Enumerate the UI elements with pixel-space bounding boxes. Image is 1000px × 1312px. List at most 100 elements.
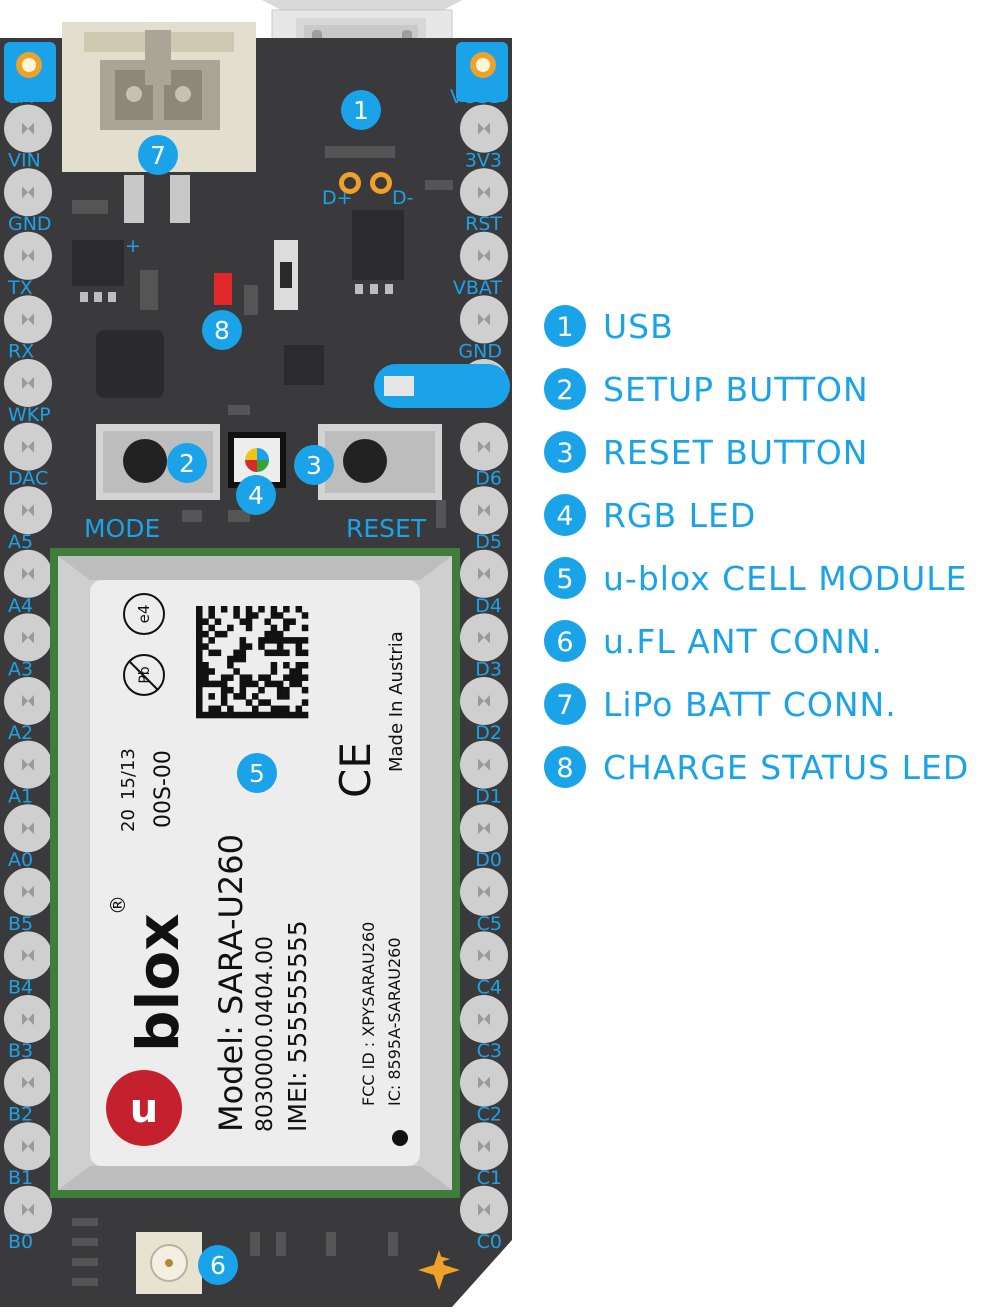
right-pin-label: D1 xyxy=(475,786,502,808)
right-pin xyxy=(460,549,508,598)
left-pin-label: GND xyxy=(8,213,52,235)
datamatrix-cell xyxy=(258,711,265,719)
datamatrix-cell xyxy=(196,612,203,619)
datamatrix-cell xyxy=(270,705,278,713)
left-pin-label: RX xyxy=(8,340,34,362)
datamatrix-cell xyxy=(295,705,303,713)
right-pin-label: C3 xyxy=(477,1040,502,1062)
left-pin xyxy=(4,613,52,662)
datamatrix-cell xyxy=(239,680,247,688)
datamatrix-cell xyxy=(239,693,247,700)
datamatrix-cell xyxy=(289,637,296,644)
module-registered: ® xyxy=(106,895,130,915)
module-made-in: Made In Austria xyxy=(386,631,407,772)
datamatrix-cell xyxy=(227,674,234,681)
datamatrix-cell xyxy=(295,662,303,669)
datamatrix-cell xyxy=(276,643,284,650)
legend-label: LiPo BATT CONN. xyxy=(603,685,897,724)
left-pin-label: TX xyxy=(7,277,33,299)
datamatrix-cell xyxy=(208,606,215,613)
legend-badge xyxy=(544,620,586,662)
datamatrix-cell xyxy=(252,705,259,713)
datamatrix-cell xyxy=(196,618,203,625)
right-pin xyxy=(460,867,508,916)
datamatrix-cell xyxy=(196,668,203,675)
ufl-connector xyxy=(136,1232,202,1294)
module-date-b: 15/13 xyxy=(118,748,139,800)
datamatrix-cell xyxy=(227,711,234,719)
left-pin xyxy=(4,740,52,789)
datamatrix-cell xyxy=(239,637,247,644)
d7-led xyxy=(374,364,510,408)
datamatrix-cell xyxy=(196,624,203,632)
datamatrix-cell xyxy=(295,674,303,681)
datamatrix-cell xyxy=(295,637,303,644)
datamatrix-cell xyxy=(227,662,234,669)
datamatrix-cell xyxy=(295,711,303,719)
datamatrix-cell xyxy=(276,705,284,713)
datamatrix-cell xyxy=(227,624,234,632)
datamatrix-cell xyxy=(196,680,203,688)
datamatrix-cell xyxy=(276,612,284,619)
callout-number: 4 xyxy=(248,481,264,510)
datamatrix-cell xyxy=(270,624,278,632)
right-pin xyxy=(460,1122,508,1171)
right-pin-label: GND xyxy=(458,340,502,362)
ublox-logo-u: u xyxy=(130,1086,158,1132)
legend-number: 8 xyxy=(556,753,573,784)
datamatrix-cell xyxy=(295,643,303,650)
datamatrix-cell xyxy=(289,618,296,625)
datamatrix-cell xyxy=(208,612,215,619)
datamatrix-cell xyxy=(239,674,247,681)
module-pb: Pb xyxy=(137,666,153,683)
datamatrix-cell xyxy=(214,630,222,638)
datamatrix-cell xyxy=(270,662,278,669)
datamatrix-cell xyxy=(276,630,284,638)
datamatrix-cell xyxy=(270,668,278,675)
module-e4: e4 xyxy=(135,605,153,624)
datamatrix-cell xyxy=(208,624,215,632)
datamatrix-cell xyxy=(233,612,240,619)
legend-number: 1 xyxy=(556,312,573,343)
left-pin-label: A5 xyxy=(8,531,33,553)
callout-badge-8: 8 xyxy=(202,310,242,350)
legend-label: SETUP BUTTON xyxy=(603,370,869,409)
legend-badge xyxy=(544,683,586,725)
datamatrix-cell xyxy=(283,693,290,700)
datamatrix-cell xyxy=(283,705,290,713)
datamatrix-cell xyxy=(301,711,309,719)
right-pin xyxy=(460,231,508,280)
datamatrix-cell xyxy=(208,693,215,700)
right-pin-label: C0 xyxy=(477,1231,502,1253)
left-pin-label: A2 xyxy=(8,722,33,744)
right-pin xyxy=(460,168,508,217)
legend-label: RESET BUTTON xyxy=(603,433,868,472)
datamatrix-cell xyxy=(289,668,296,675)
legend-badge xyxy=(544,305,586,347)
datamatrix-cell xyxy=(245,606,253,613)
datamatrix-cell xyxy=(233,655,240,663)
datamatrix-cell xyxy=(276,637,284,644)
module-fcc: FCC ID : XPYSARAU260 xyxy=(359,922,378,1106)
left-pin xyxy=(4,486,52,535)
datamatrix-cell xyxy=(295,680,303,688)
right-pin xyxy=(460,677,508,725)
datamatrix-cell xyxy=(289,711,296,719)
left-pin-label: VIN xyxy=(8,150,41,172)
left-pin xyxy=(4,1058,52,1107)
ublox-logo: u xyxy=(106,1070,182,1146)
datamatrix-cell xyxy=(214,680,222,688)
module-model: Model: SARA-U260 xyxy=(212,834,250,1132)
right-pin xyxy=(460,613,508,662)
callout-badge-6: 6 xyxy=(198,1245,238,1285)
callout-badge-7: 7 xyxy=(138,135,178,175)
callout-number: 2 xyxy=(179,449,195,478)
left-pin-header: Li+VINGNDTXRXWKPDACA5A4A3A2A1A0B5B4B3B2B… xyxy=(4,86,52,1253)
right-pin xyxy=(460,995,508,1043)
datamatrix-cell xyxy=(258,674,265,681)
datamatrix-cell xyxy=(301,686,309,694)
datamatrix-cell xyxy=(220,680,228,688)
datamatrix-cell xyxy=(258,643,265,650)
